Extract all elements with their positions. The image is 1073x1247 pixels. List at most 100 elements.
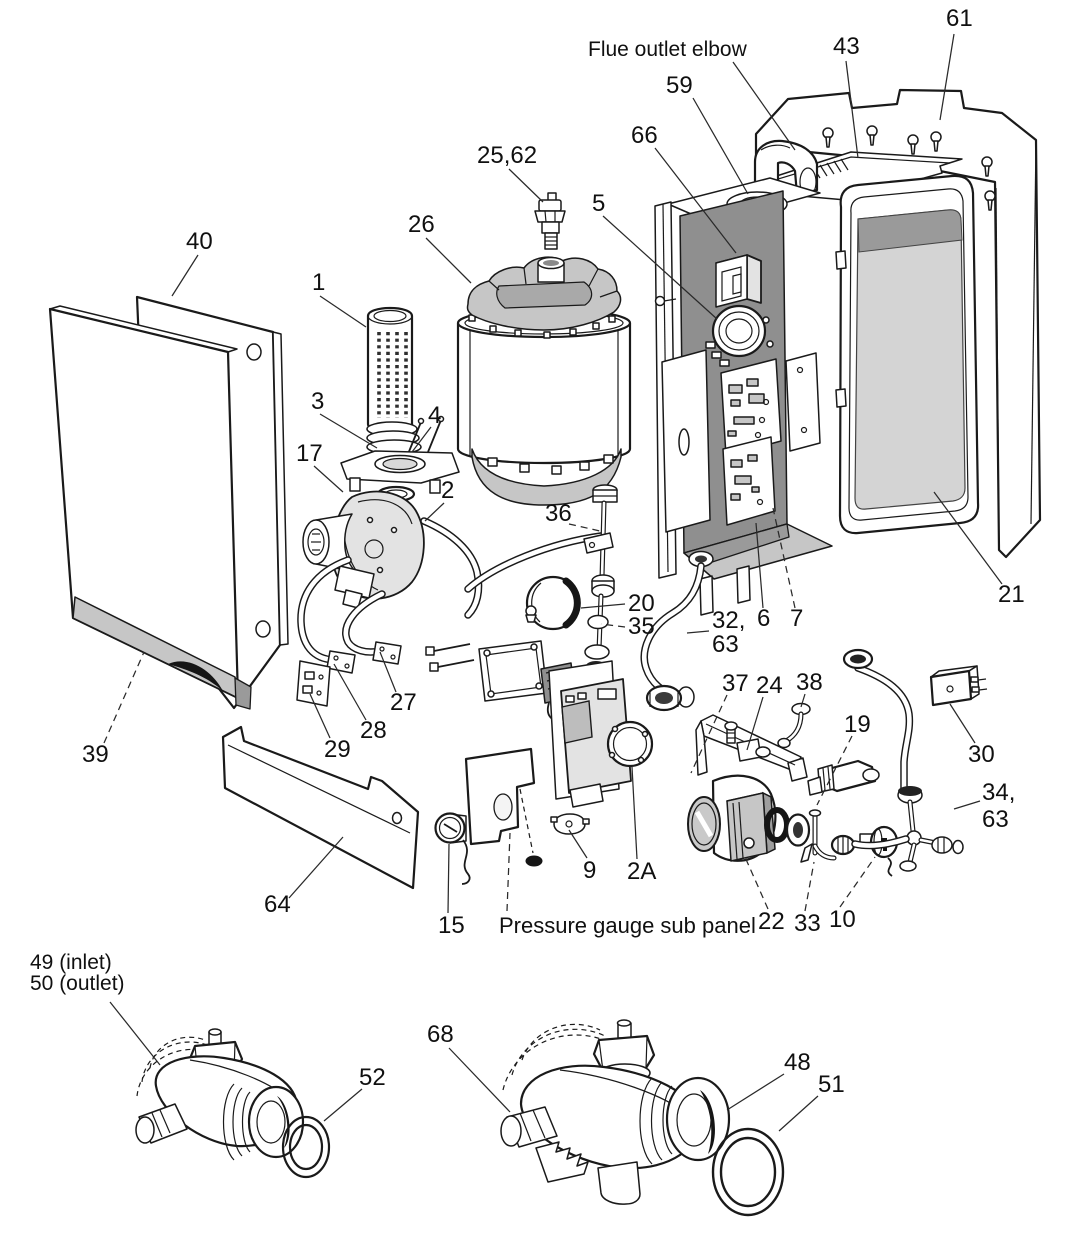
- air-vent-25-62: [534, 192, 566, 250]
- pipe-32-63: [640, 562, 705, 712]
- leader-line-24: [746, 696, 764, 751]
- leader-line-7: [772, 507, 796, 609]
- leader-line-15: [447, 843, 450, 914]
- part-label-19: 19: [844, 711, 871, 738]
- grommet: [525, 855, 543, 867]
- pump-seal-ring: [764, 807, 790, 843]
- sub-panel-bracket: [464, 747, 543, 867]
- part-label-40: 40: [186, 228, 213, 255]
- part-label-59: 59: [666, 72, 693, 99]
- leader-line-64: [288, 836, 344, 899]
- leader-line-25-62: [508, 168, 544, 203]
- fitting-19: [807, 759, 880, 796]
- part-label-20: 20: [628, 590, 655, 617]
- part-label-21: 21: [998, 581, 1025, 608]
- leader-line-48: [726, 1073, 785, 1111]
- leader-line-32-63a: [686, 630, 710, 634]
- part-label-38: 38: [796, 669, 823, 696]
- leader-line-36: [568, 523, 601, 532]
- leader-line-39: [103, 651, 145, 744]
- o-ring-52: [281, 1115, 331, 1179]
- part-label-25-62: 25,62: [477, 142, 537, 169]
- leader-line-pressure-gauge-sub-panel: [506, 832, 511, 912]
- leader-line-10: [839, 856, 876, 908]
- part-label-4: 4: [428, 402, 441, 429]
- leader-line-2A: [631, 766, 638, 860]
- leader-line-59: [692, 97, 749, 195]
- valve-33: [800, 809, 856, 863]
- part-label-26: 26: [408, 211, 435, 238]
- leader-line-34-63a: [953, 800, 981, 810]
- leader-line-19: [816, 735, 853, 806]
- front-door-panel-39: [48, 305, 252, 710]
- leader-line-61: [939, 33, 955, 121]
- insulation-top-band: [857, 209, 963, 253]
- flange-4: [340, 415, 460, 494]
- part-label-32-63a: 32,: [712, 607, 745, 634]
- leader-line-40: [171, 254, 199, 297]
- part-label-10: 10: [829, 906, 856, 933]
- part-label-37: 37: [722, 670, 749, 697]
- part-label-flue-outlet-elbow: Flue outlet elbow: [588, 38, 748, 61]
- part-label-66: 66: [631, 122, 658, 149]
- isolating-valve-49-50: [135, 1028, 331, 1179]
- hydraulic-cluster: [687, 648, 988, 877]
- burner-skirt: [471, 448, 622, 506]
- overheat-stat-9: [550, 813, 590, 835]
- bottom-panel-64: [221, 725, 420, 890]
- part-label-34-63b: 63: [982, 806, 1009, 833]
- valve-24: [724, 721, 771, 762]
- back-panel: [754, 88, 1042, 559]
- part-label-9: 9: [583, 857, 596, 884]
- control-box-66: [715, 254, 762, 308]
- leader-line-flue-outlet-elbow: [732, 61, 796, 151]
- flow-valve-48-68: [500, 1019, 785, 1217]
- part-label-3: 3: [311, 388, 324, 415]
- pipe-34-63: [842, 648, 964, 872]
- part-label-15: 15: [438, 912, 465, 939]
- part-label-43: 43: [833, 33, 860, 60]
- o-ring-51: [711, 1127, 785, 1217]
- washer-35: [587, 614, 609, 630]
- coupling-ring: [785, 813, 811, 847]
- leader-line-52: [323, 1088, 363, 1122]
- leader-line-30: [949, 703, 976, 744]
- pump-22: [687, 774, 777, 862]
- leader-line-5: [602, 215, 718, 320]
- inner-case: [654, 177, 833, 616]
- panel-logo-crescent: [168, 661, 223, 691]
- hose-barb: [535, 1141, 589, 1183]
- leader-line-2: [424, 502, 445, 522]
- part-label-52: 52: [359, 1064, 386, 1091]
- part-label-50-outlet: 50 (outlet): [30, 972, 125, 995]
- part-label-pressure-gauge-sub-panel: Pressure gauge sub panel: [499, 913, 756, 938]
- part-label-2A: 2A: [627, 858, 656, 885]
- leader-line-9: [568, 829, 588, 859]
- part-label-1: 1: [312, 269, 325, 296]
- part-label-39: 39: [82, 741, 109, 768]
- leader-line-38: [800, 693, 806, 708]
- leader-line-29: [309, 693, 331, 739]
- part-label-6: 6: [757, 605, 770, 632]
- heat-exchanger-26: [456, 192, 632, 506]
- pipe-flange-28: [326, 650, 356, 674]
- leader-line-51: [778, 1095, 819, 1132]
- pipe-36-assembly: [464, 484, 618, 671]
- fitting-38: [777, 702, 811, 749]
- part-label-48: 48: [784, 1049, 811, 1076]
- pcb-board-lower: [722, 436, 776, 526]
- part-label-33: 33: [794, 910, 821, 937]
- leader-line-6: [755, 522, 764, 609]
- flue-tube-1: [340, 306, 460, 494]
- pressure-gauge-15: [434, 812, 471, 885]
- part-label-35: 35: [628, 613, 655, 640]
- leader-line-33: [804, 861, 815, 912]
- leader-line-3: [319, 413, 378, 449]
- leader-line-17: [313, 465, 344, 493]
- combustion-cover: [835, 174, 980, 535]
- leader-line-4: [411, 426, 432, 453]
- leader-line-37: [690, 694, 728, 774]
- gas-valve-2A: [548, 660, 654, 808]
